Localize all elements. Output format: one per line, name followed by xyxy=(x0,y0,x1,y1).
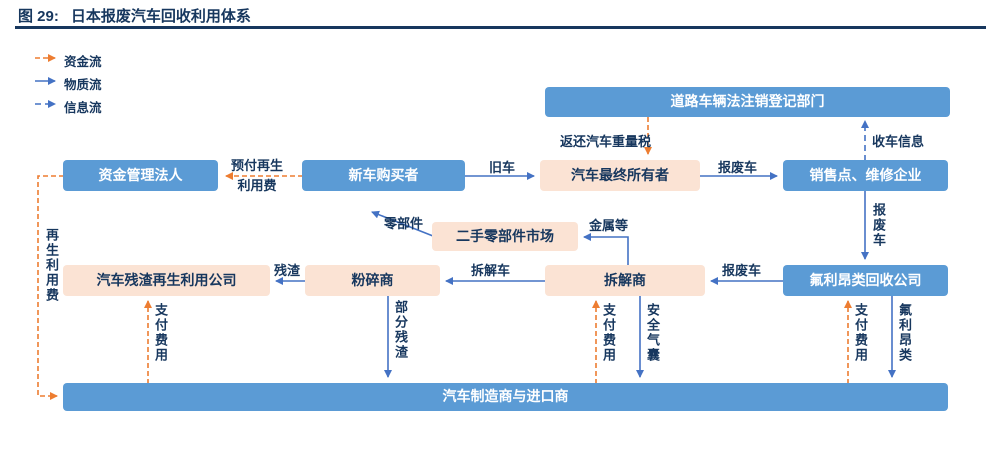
edge-label-scrap-car-dismantler: 报废车 xyxy=(722,263,762,278)
edge-label-dismantled-car: 拆解车 xyxy=(471,263,511,278)
edge-label-metals: 金属等 xyxy=(589,218,629,233)
edge-label-recycle-fee: 再生利用费 xyxy=(44,228,59,303)
legend-funds-label: 资金流 xyxy=(64,55,102,69)
node-shredder: 粉碎商 xyxy=(305,265,440,296)
edge-label-old-car: 旧车 xyxy=(489,160,516,175)
node-dealer-repair: 销售点、维修企业 xyxy=(783,160,948,191)
edge-label-pay-fee-residue: 支付费用 xyxy=(153,303,168,363)
edge-label-freon-gas: 氟利昂类 xyxy=(897,303,912,363)
edge-label-partial-residue: 部分残渣 xyxy=(393,300,408,360)
figure-number: 图 29: xyxy=(18,8,59,25)
legend-info-label: 信息流 xyxy=(64,101,102,115)
node-freon-recycler: 氟利昂类回收公司 xyxy=(783,265,948,296)
node-residue-recycler: 汽车残渣再生利用公司 xyxy=(63,265,270,296)
edge-label-collect-info: 收车信息 xyxy=(872,134,925,149)
figure-header: 图 29: 日本报废汽车回收利用体系 xyxy=(18,5,251,26)
node-used-parts-market: 二手零部件市场 xyxy=(432,222,578,251)
node-registration-department: 道路车辆法注销登记部门 xyxy=(545,87,950,117)
node-dismantler: 拆解商 xyxy=(545,265,705,296)
edge-label-tax-refund: 返还汽车重量税 xyxy=(560,134,652,149)
legend-material-label: 物质流 xyxy=(64,78,102,92)
node-new-car-buyer: 新车购买者 xyxy=(302,160,465,191)
edge-label-scrap-car-freon: 报废车 xyxy=(871,203,886,248)
edge-label-scrap-car-dealer: 报废车 xyxy=(718,160,758,175)
node-final-owner: 汽车最终所有者 xyxy=(540,160,700,191)
title-divider xyxy=(15,26,986,29)
arrow-dismantler-to-market xyxy=(583,233,629,266)
edge-label-pay-fee-freon: 支付费用 xyxy=(853,303,868,363)
edge-label-pay-fee-dismantler: 支付费用 xyxy=(601,303,616,363)
node-manufacturer-importer: 汽车制造商与进口商 xyxy=(63,383,948,411)
figure-title: 日本报废汽车回收利用体系 xyxy=(70,8,251,25)
node-fund-management: 资金管理法人 xyxy=(63,160,218,191)
edge-label-airbag: 安全气囊 xyxy=(645,303,660,363)
edge-label-parts: 零部件 xyxy=(384,216,424,231)
edge-label-prepaid-recycle-fee: 预付再生利用费 xyxy=(230,158,283,193)
edge-label-residue: 残渣 xyxy=(274,263,301,278)
